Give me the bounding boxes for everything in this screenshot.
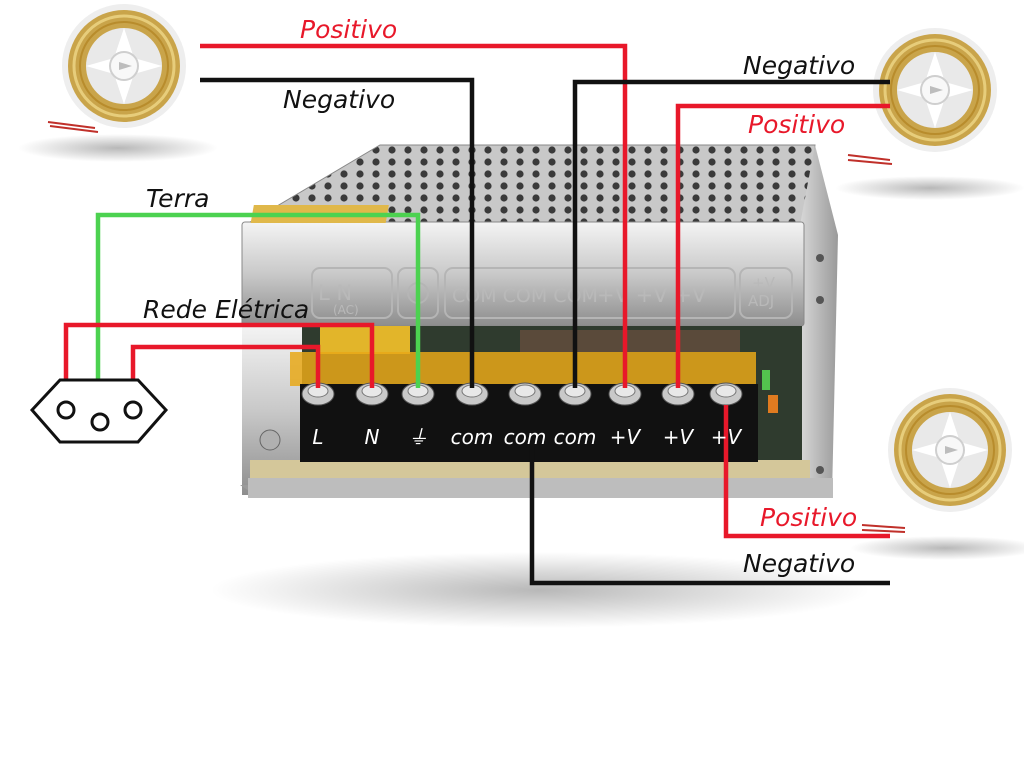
terminal-screw xyxy=(608,382,642,406)
terminal-screw xyxy=(508,382,542,406)
label-ground: Terra xyxy=(146,184,209,213)
negative-wire-top-right xyxy=(572,79,890,388)
psu-floor-shadow xyxy=(210,552,870,628)
terminal-label: N xyxy=(365,425,380,449)
reel-shadow xyxy=(850,536,1024,560)
reel-shadow xyxy=(835,176,1024,200)
label-negative-top-right: Negativo xyxy=(743,51,855,80)
reel-lead-wire xyxy=(861,524,906,533)
molded-label-coms: COM COM COM xyxy=(452,285,598,307)
led-strip-reel-icon xyxy=(60,2,188,130)
negative-wire-top-left xyxy=(200,77,475,388)
label-negative-bottom-right: Negativo xyxy=(743,549,855,578)
molded-label-adj-top: +V xyxy=(752,274,776,292)
terminal-label: +V xyxy=(610,425,642,449)
power-outlet-icon xyxy=(29,378,169,444)
label-positive-bottom-right: Positivo xyxy=(760,503,857,532)
terminal-label: ⏚ xyxy=(408,425,428,449)
positive-wire-bottom-right xyxy=(723,405,890,539)
mains-wire-neutral xyxy=(63,322,375,410)
terminal-screw xyxy=(661,382,695,406)
label-mains: Rede Elétrica xyxy=(143,295,309,324)
positive-wire-top-right xyxy=(675,103,890,388)
positive-wire-top-left xyxy=(200,43,628,388)
terminal-screw xyxy=(558,382,592,406)
terminal-label: com xyxy=(554,425,597,449)
terminal-label: +V xyxy=(711,425,743,449)
negative-wire-bottom-right xyxy=(529,445,890,586)
reel-lead-wire xyxy=(847,154,893,165)
label-negative-top-left: Negativo xyxy=(283,85,395,114)
molded-label-ln: L N xyxy=(318,281,352,305)
led-strip-reel-icon xyxy=(871,26,999,154)
label-positive-top-left: Positivo xyxy=(300,15,397,44)
molded-label-adj-bottom: ADJ xyxy=(748,292,774,310)
terminal-label: com xyxy=(451,425,494,449)
wires xyxy=(63,43,890,586)
terminal-label: +V xyxy=(663,425,695,449)
terminal-screw xyxy=(709,382,743,406)
reel-shadow xyxy=(18,134,218,162)
terminal-label: com xyxy=(504,425,547,449)
ground-wire xyxy=(95,212,421,410)
molded-label-ac: (AC) xyxy=(333,303,359,317)
label-positive-top-right: Positivo xyxy=(748,110,845,139)
terminal-label: L xyxy=(312,425,323,449)
molded-label-plusv: +V +V +V xyxy=(597,283,707,307)
reel-lead-wire xyxy=(47,121,99,133)
terminal-screw xyxy=(455,382,489,406)
led-strip-reel-icon xyxy=(886,386,1014,514)
terminal-screw xyxy=(355,382,389,406)
